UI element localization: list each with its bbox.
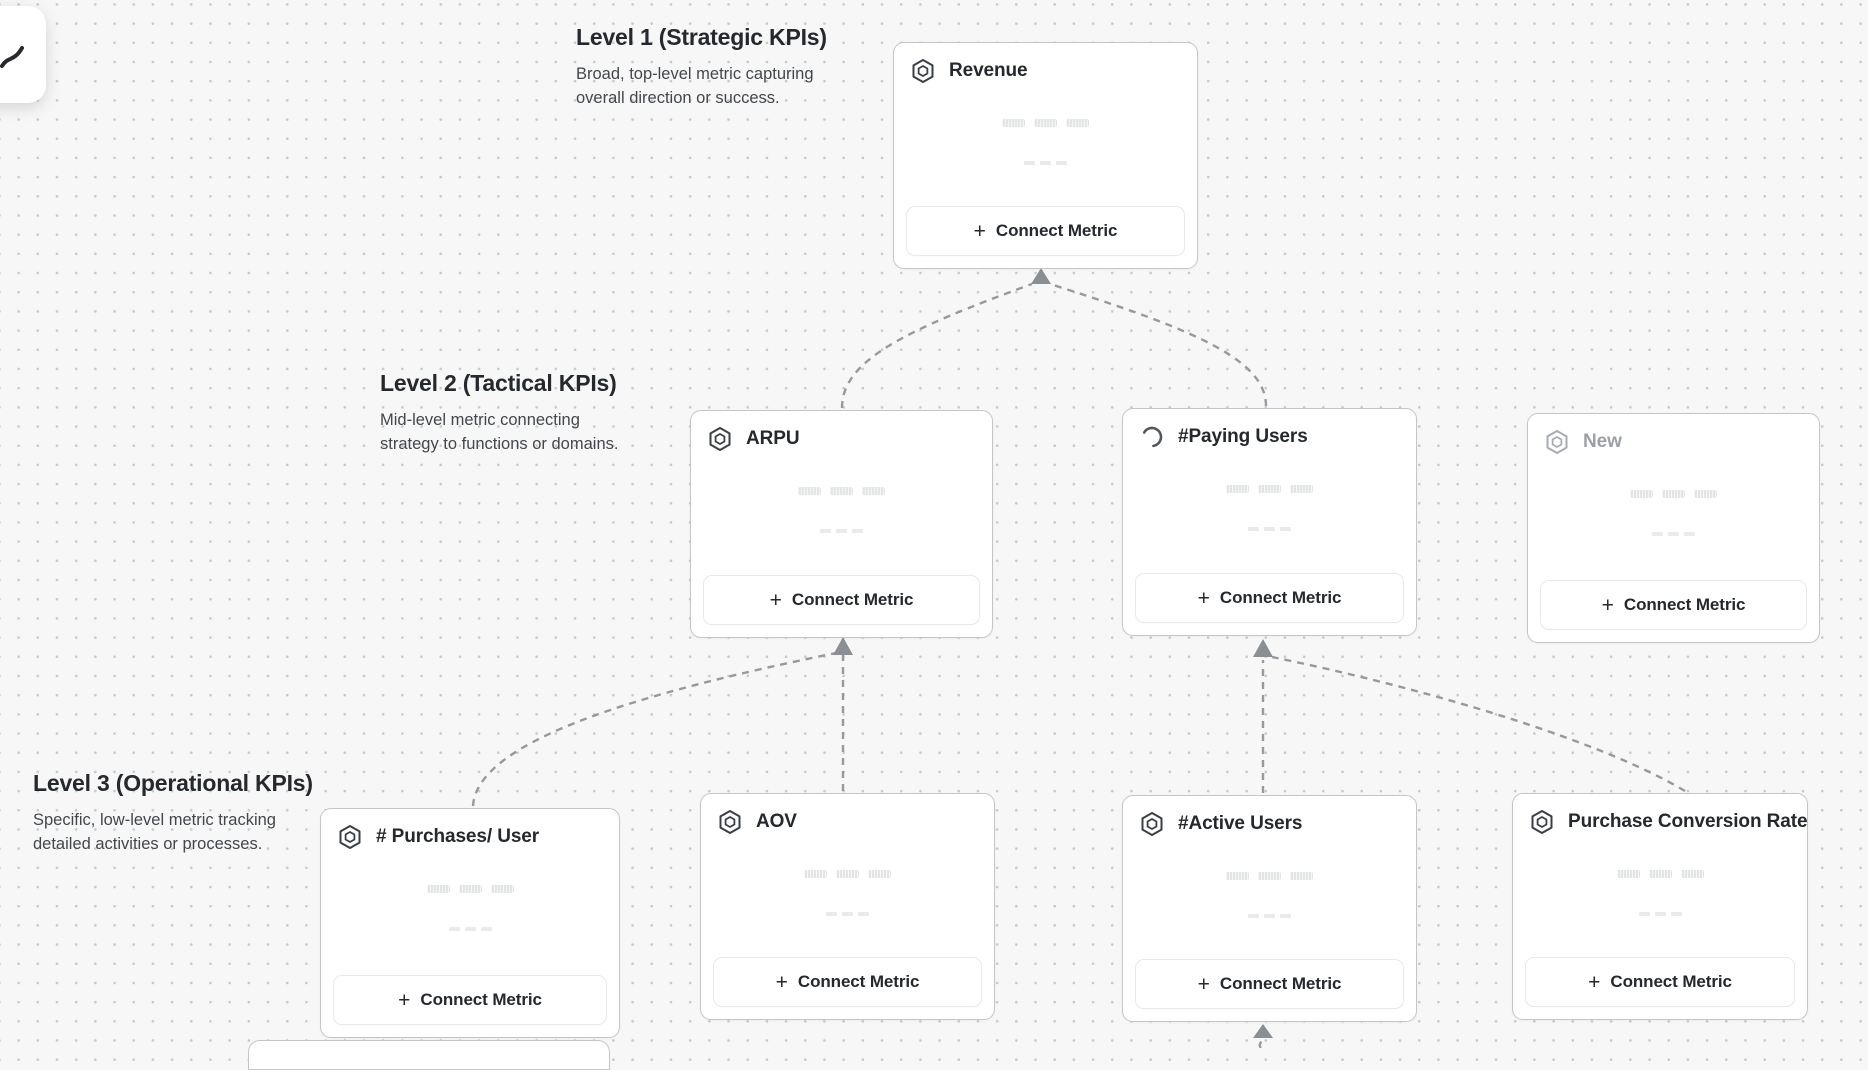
edge-payingusers-to-revenue [1049, 282, 1268, 407]
metric-hexagon-icon [707, 426, 733, 452]
level-3-description: Specific, low-level metric tracking deta… [33, 811, 276, 853]
plus-icon: + [769, 588, 782, 612]
connect-metric-button[interactable]: + Connect Metric [333, 975, 607, 1025]
skeleton-dashes [894, 161, 1197, 165]
skeleton-bars [1123, 485, 1416, 493]
metric-card-aov[interactable]: AOV + Connect Metric [700, 793, 995, 1020]
metric-card-arpu[interactable]: ARPU + Connect Metric [690, 410, 993, 638]
plus-icon: + [973, 219, 986, 243]
skeleton-bars [894, 119, 1197, 127]
card-title: Revenue [949, 60, 1028, 81]
level-1-annotation: Level 1 (Strategic KPIs) Broad, top-leve… [576, 24, 827, 110]
arrowhead-arpu [833, 637, 853, 655]
connect-metric-button[interactable]: + Connect Metric [713, 957, 982, 1007]
metric-hexagon-icon [1544, 429, 1570, 455]
metric-hexagon-icon [337, 824, 363, 850]
card-header: AOV [701, 794, 994, 835]
skeleton-bars [691, 487, 992, 495]
plus-icon: + [398, 988, 411, 1012]
skeleton-dashes [691, 529, 992, 533]
metric-hexagon-icon [1139, 811, 1165, 837]
connect-metric-button[interactable]: + Connect Metric [1135, 959, 1404, 1009]
skeleton-bars [1528, 490, 1819, 498]
metric-card-purchases-per-user[interactable]: # Purchases/ User + Connect Metric [320, 808, 620, 1038]
level-1-description: Broad, top-level metric capturing overal… [576, 65, 814, 107]
arrowhead-activeusers [1253, 1024, 1273, 1038]
card-title: #Active Users [1178, 813, 1303, 834]
level-2-title: Level 2 (Tactical KPIs) [380, 370, 617, 396]
level-1-title: Level 1 (Strategic KPIs) [576, 24, 827, 50]
connect-metric-button[interactable]: + Connect Metric [1135, 573, 1404, 623]
skeleton-dashes [1513, 912, 1807, 916]
metric-card-new[interactable]: New + Connect Metric [1527, 413, 1820, 643]
metric-card-revenue[interactable]: Revenue + Connect Metric [893, 42, 1198, 269]
card-header: #Active Users [1123, 796, 1416, 837]
skeleton-dashes [701, 912, 994, 916]
metric-hexagon-icon [910, 58, 936, 84]
cursor-icon [0, 46, 24, 68]
card-title: #Paying Users [1178, 426, 1308, 447]
skeleton-dashes [321, 927, 619, 931]
skeleton-dashes [1123, 527, 1416, 531]
edge-purchases-to-arpu [471, 651, 837, 807]
skeleton-dashes [1528, 532, 1819, 536]
connect-metric-button[interactable]: + Connect Metric [703, 575, 980, 625]
card-title: New [1583, 431, 1622, 452]
arrowhead-payingusers [1253, 639, 1273, 657]
card-header: #Paying Users [1123, 409, 1416, 450]
toolbar-button[interactable] [0, 6, 46, 103]
metric-card-purchase-conversion-rate[interactable]: Purchase Conversion Rate + Connect Metri… [1512, 793, 1808, 1020]
connect-metric-button[interactable]: + Connect Metric [1525, 957, 1795, 1007]
skeleton-bars [1513, 870, 1807, 878]
spinner-icon [1139, 424, 1165, 450]
plus-icon: + [1197, 972, 1210, 996]
edge-pcr-to-payingusers [1271, 655, 1686, 793]
card-title: # Purchases/ User [376, 826, 540, 847]
card-title: AOV [756, 811, 797, 832]
connect-metric-button[interactable]: + Connect Metric [1540, 580, 1807, 630]
edge-offscreen-to-activeusers [1258, 1037, 1263, 1048]
card-header: ARPU [691, 411, 992, 452]
card-title: ARPU [746, 428, 800, 449]
arrowhead-revenue [1031, 268, 1051, 284]
metric-hexagon-icon [1529, 809, 1555, 835]
metric-hexagon-icon [717, 809, 743, 835]
edge-arpu-to-revenue [840, 282, 1033, 409]
level-3-annotation: Level 3 (Operational KPIs) Specific, low… [33, 770, 313, 856]
metric-card-active-users[interactable]: #Active Users + Connect Metric [1122, 795, 1417, 1022]
plus-icon: + [1588, 970, 1601, 994]
level-3-title: Level 3 (Operational KPIs) [33, 770, 313, 796]
plus-icon: + [1197, 586, 1210, 610]
card-header: Purchase Conversion Rate [1513, 794, 1808, 835]
plus-icon: + [775, 970, 788, 994]
card-header: Revenue [894, 43, 1197, 84]
metric-card-partial[interactable] [248, 1040, 610, 1070]
level-2-description: Mid-level metric connecting strategy to … [380, 411, 619, 453]
skeleton-bars [321, 885, 619, 893]
connect-metric-button[interactable]: + Connect Metric [906, 206, 1185, 256]
metric-card-paying-users[interactable]: #Paying Users + Connect Metric [1122, 408, 1417, 636]
plus-icon: + [1601, 593, 1614, 617]
skeleton-dashes [1123, 914, 1416, 918]
card-header: New [1528, 414, 1819, 455]
skeleton-bars [701, 870, 994, 878]
card-title: Purchase Conversion Rate [1568, 811, 1808, 832]
card-header: # Purchases/ User [321, 809, 619, 850]
skeleton-bars [1123, 872, 1416, 880]
level-2-annotation: Level 2 (Tactical KPIs) Mid-level metric… [380, 370, 618, 456]
